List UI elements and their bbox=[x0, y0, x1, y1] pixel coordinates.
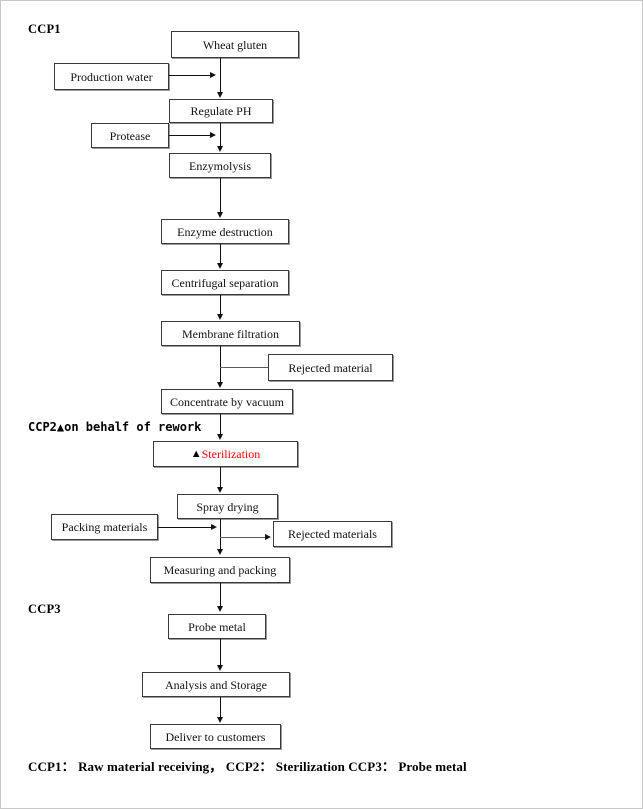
arrowhead-enzymolysis-in bbox=[216, 146, 223, 152]
node-packing-materials[interactable]: Packing materials bbox=[51, 514, 158, 540]
connector-concentrate-sterilization bbox=[220, 414, 221, 434]
node-analysis-and-storage[interactable]: Analysis and Storage bbox=[142, 672, 290, 697]
arrowhead-spraydrying-in bbox=[216, 487, 223, 493]
node-spray-drying[interactable]: Spray drying bbox=[177, 494, 278, 519]
node-centrifugal-separation[interactable]: Centrifugal separation bbox=[161, 270, 289, 295]
node-measuring-and-packing[interactable]: Measuring and packing bbox=[150, 557, 290, 583]
node-probe-metal[interactable]: Probe metal bbox=[168, 614, 266, 639]
connector-analysis-deliver bbox=[220, 697, 221, 718]
arrowhead-packingmaterials bbox=[211, 523, 217, 530]
node-enzymolysis[interactable]: Enzymolysis bbox=[169, 153, 271, 178]
arrowhead-rejectedmaterials bbox=[265, 533, 271, 540]
arrowhead-deliver-in bbox=[216, 717, 223, 723]
connector-measuring-probemetal bbox=[220, 583, 221, 607]
node-concentrate-by-vacuum[interactable]: Concentrate by vacuum bbox=[161, 389, 293, 414]
connector-membrane-rejectedmaterial bbox=[220, 367, 268, 368]
arrowhead-membrane-in bbox=[216, 314, 223, 320]
connector-probemetal-analysis bbox=[220, 639, 221, 666]
connector-wheatgluten-regulateph bbox=[220, 58, 221, 93]
warning-triangle-icon: ▲ bbox=[190, 447, 202, 460]
connector-productionwater-spine bbox=[169, 75, 212, 76]
node-regulate-ph[interactable]: Regulate PH bbox=[169, 99, 273, 123]
node-sterilization-label: Sterilization bbox=[201, 447, 261, 461]
arrowhead-regulateph-in bbox=[216, 92, 223, 98]
node-production-water[interactable]: Production water bbox=[54, 63, 169, 90]
connector-membrane-concentrate bbox=[220, 346, 221, 383]
ccp3-label: CCP3 bbox=[28, 602, 61, 616]
arrowhead-productionwater bbox=[210, 71, 216, 78]
node-wheat-gluten[interactable]: Wheat gluten bbox=[171, 31, 299, 58]
arrowhead-enzymedestruction-in bbox=[216, 212, 223, 218]
node-protease[interactable]: Protease bbox=[91, 123, 169, 148]
legend-line: CCP1： Raw material receiving， CCP2： Ster… bbox=[28, 759, 467, 774]
connector-regulateph-enzymolysis bbox=[220, 123, 221, 147]
node-deliver-to-customers[interactable]: Deliver to customers bbox=[150, 724, 281, 749]
connector-spraydrying-measuring bbox=[220, 519, 221, 550]
arrowhead-probemetal-in bbox=[216, 606, 223, 612]
ccp2-label: CCP2▲on behalf of rework bbox=[28, 420, 202, 434]
arrowhead-analysis-in bbox=[216, 665, 223, 671]
arrowhead-measuring-in bbox=[216, 549, 223, 555]
ccp1-label: CCP1 bbox=[28, 22, 61, 36]
connector-centrifugal-membrane bbox=[220, 295, 221, 315]
node-rejected-materials[interactable]: Rejected materials bbox=[273, 521, 392, 547]
connector-enzymedestruction-centrifugal bbox=[220, 244, 221, 264]
node-enzyme-destruction[interactable]: Enzyme destruction bbox=[161, 219, 289, 244]
connector-spine-rejectedmaterials bbox=[220, 537, 266, 538]
connector-enzymolysis-enzymedestruction bbox=[220, 178, 221, 213]
arrowhead-protease bbox=[210, 131, 216, 138]
arrowhead-centrifugal-in bbox=[216, 263, 223, 269]
arrowhead-concentrate-in bbox=[216, 382, 223, 388]
node-sterilization[interactable]: ▲Sterilization bbox=[153, 441, 298, 467]
connector-sterilization-spraydrying bbox=[220, 467, 221, 488]
arrowhead-sterilization-in bbox=[216, 434, 223, 440]
node-rejected-material[interactable]: Rejected material bbox=[268, 354, 393, 381]
connector-protease-spine bbox=[169, 135, 212, 136]
node-membrane-filtration[interactable]: Membrane filtration bbox=[161, 321, 300, 346]
connector-packingmaterials-spine bbox=[158, 527, 213, 528]
